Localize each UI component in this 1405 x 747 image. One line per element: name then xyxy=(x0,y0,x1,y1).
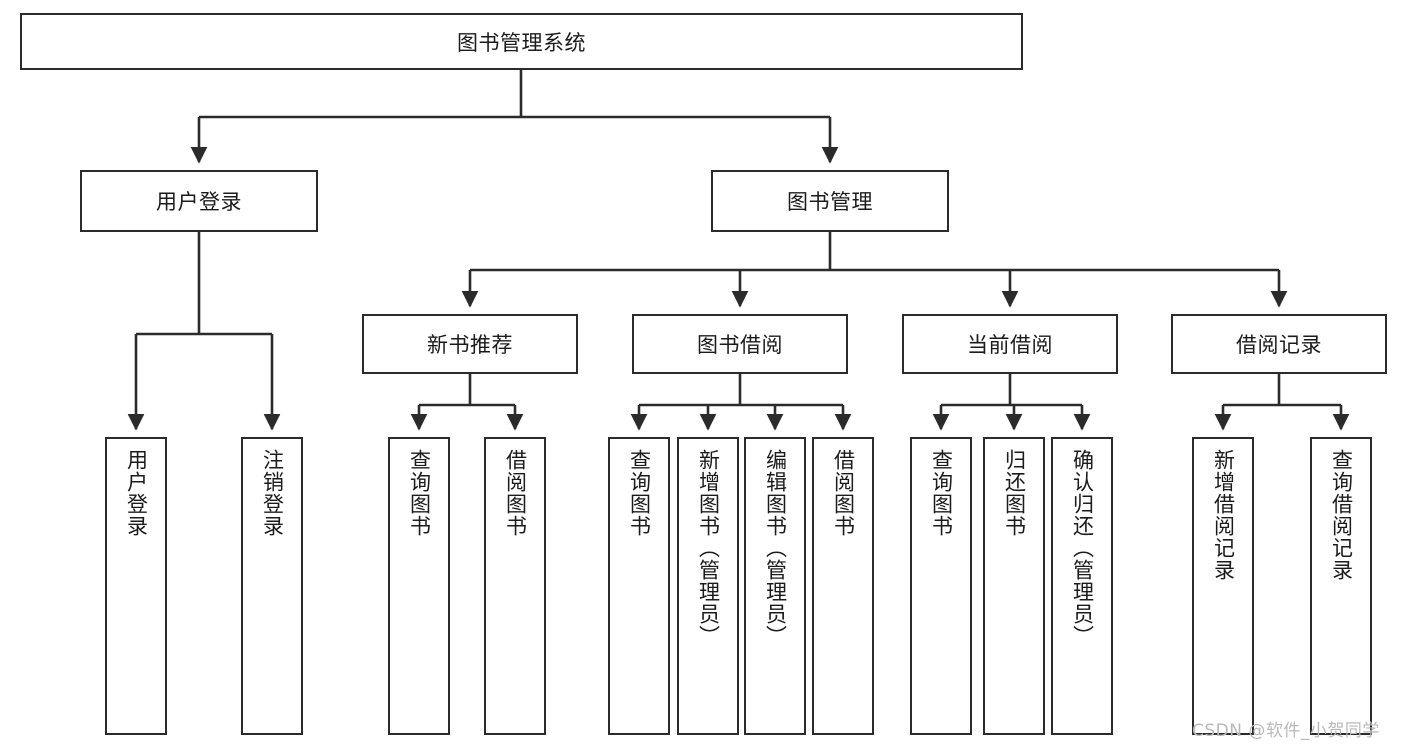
node-book-borrow[interactable]: 图书借阅 xyxy=(632,314,848,374)
node-leaf-confirm-return[interactable]: 确认归还（管理员） xyxy=(1051,437,1113,735)
node-leaf-user-login-label: 用户登录 xyxy=(124,449,149,537)
node-leaf-user-logout-label: 注销登录 xyxy=(260,449,285,537)
node-leaf-add-book-label: 新增图书（管理员） xyxy=(696,449,721,647)
node-leaf-borrow-book-2[interactable]: 借阅图书 xyxy=(812,437,874,735)
node-current-borrow[interactable]: 当前借阅 xyxy=(902,314,1118,374)
csdn-watermark: CSDN @软件_小贺同学 xyxy=(1192,721,1380,741)
node-user-login[interactable]: 用户登录 xyxy=(80,170,318,232)
node-leaf-add-record-label: 新增借阅记录 xyxy=(1211,449,1236,581)
node-leaf-borrow-book-1[interactable]: 借阅图书 xyxy=(484,437,546,735)
node-leaf-return-book[interactable]: 归还图书 xyxy=(983,437,1045,735)
node-leaf-confirm-return-label: 确认归还（管理员） xyxy=(1070,449,1095,647)
node-book-manage[interactable]: 图书管理 xyxy=(711,170,949,232)
node-leaf-query-book-3-label: 查询图书 xyxy=(929,449,954,537)
node-user-login-label: 用户登录 xyxy=(156,190,242,214)
node-borrow-record-label: 借阅记录 xyxy=(1236,333,1322,357)
node-root[interactable]: 图书管理系统 xyxy=(20,13,1023,70)
node-leaf-query-book-1[interactable]: 查询图书 xyxy=(388,437,450,735)
node-leaf-add-record[interactable]: 新增借阅记录 xyxy=(1192,437,1254,735)
node-current-borrow-label: 当前借阅 xyxy=(967,333,1053,357)
node-leaf-query-record-label: 查询借阅记录 xyxy=(1329,449,1354,581)
node-leaf-user-login[interactable]: 用户登录 xyxy=(105,437,167,735)
node-leaf-borrow-book-1-label: 借阅图书 xyxy=(503,449,528,537)
node-leaf-query-book-2[interactable]: 查询图书 xyxy=(608,437,670,735)
node-leaf-query-book-3[interactable]: 查询图书 xyxy=(910,437,972,735)
node-borrow-record[interactable]: 借阅记录 xyxy=(1171,314,1387,374)
node-leaf-borrow-book-2-label: 借阅图书 xyxy=(831,449,856,537)
node-root-label: 图书管理系统 xyxy=(457,30,586,55)
node-book-manage-label: 图书管理 xyxy=(787,190,873,214)
node-book-borrow-label: 图书借阅 xyxy=(697,333,783,357)
node-new-book-recommend-label: 新书推荐 xyxy=(427,333,513,357)
node-leaf-user-logout[interactable]: 注销登录 xyxy=(241,437,303,735)
node-leaf-add-book[interactable]: 新增图书（管理员） xyxy=(677,437,739,735)
node-leaf-return-book-label: 归还图书 xyxy=(1002,449,1027,537)
node-leaf-query-book-1-label: 查询图书 xyxy=(407,449,432,537)
node-new-book-recommend[interactable]: 新书推荐 xyxy=(362,314,578,374)
node-leaf-edit-book-label: 编辑图书（管理员） xyxy=(763,449,788,647)
node-leaf-query-book-2-label: 查询图书 xyxy=(627,449,652,537)
node-leaf-edit-book[interactable]: 编辑图书（管理员） xyxy=(744,437,806,735)
node-leaf-query-record[interactable]: 查询借阅记录 xyxy=(1310,437,1372,735)
